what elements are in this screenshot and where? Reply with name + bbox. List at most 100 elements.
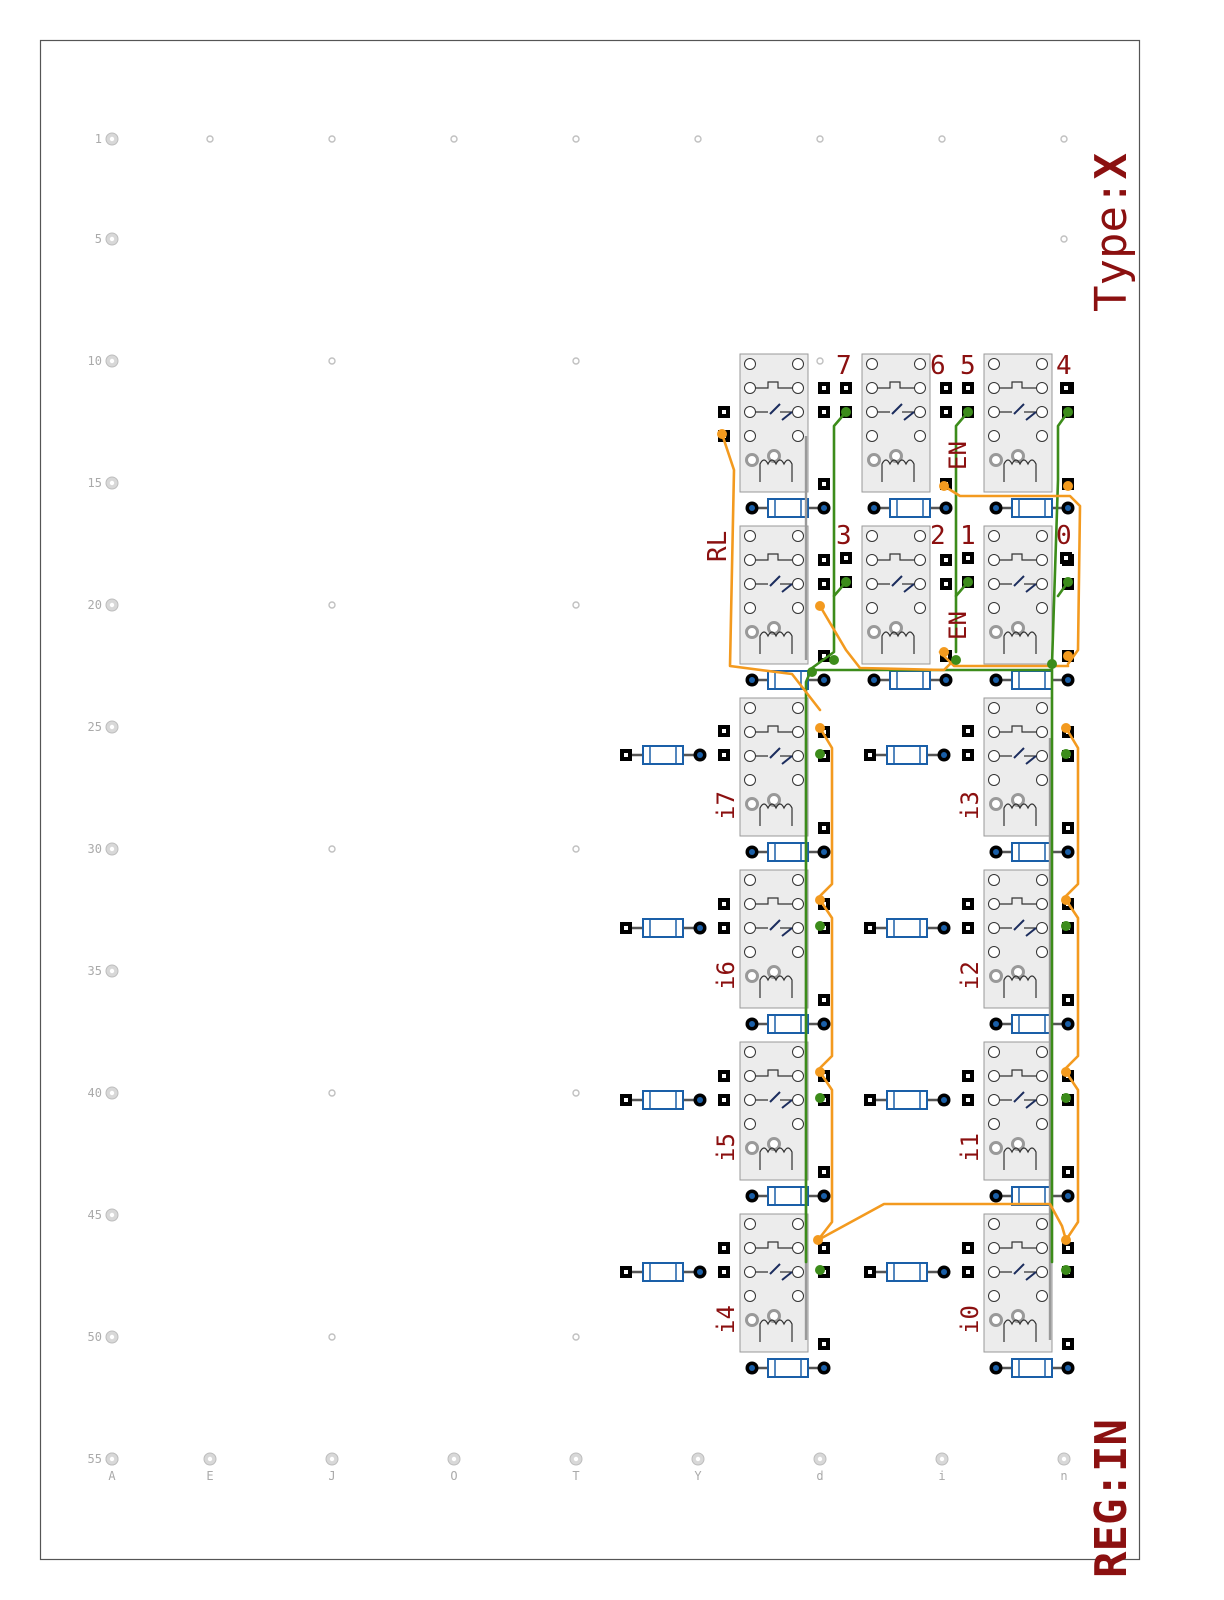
wire-junction <box>815 1067 825 1077</box>
relay-label-5: 5 <box>960 351 976 381</box>
grid-dot <box>328 357 336 365</box>
relay-body <box>739 353 809 493</box>
relay-diode <box>752 670 824 690</box>
grid-row-label: 50 <box>88 1330 102 1344</box>
grid-dot <box>1060 135 1068 143</box>
grid-row-label: 40 <box>88 1086 102 1100</box>
grid-row-label: 35 <box>88 964 102 978</box>
grid-dot <box>206 135 214 143</box>
wire-junction <box>1061 895 1071 905</box>
grid-col-label: A <box>108 1469 116 1483</box>
grid-row-marker <box>105 598 119 612</box>
relay-label-i4: i4 <box>712 1305 740 1334</box>
grid-col-label: d <box>816 1469 823 1483</box>
grid-dot <box>816 357 824 365</box>
grid-dot <box>328 1333 336 1341</box>
relay-label-3: 3 <box>836 521 852 551</box>
wire-junction <box>1063 481 1073 491</box>
relay-label-i3: i3 <box>956 791 984 820</box>
grid-dot <box>572 1089 580 1097</box>
input-diode <box>870 1090 944 1110</box>
relay-diode <box>996 1186 1068 1206</box>
grid-dot <box>694 135 702 143</box>
grid-row-label: 20 <box>88 598 102 612</box>
wire-junction <box>717 429 727 439</box>
grid-dot <box>572 357 580 365</box>
grid-row-label: 45 <box>88 1208 102 1222</box>
relay-label-6: 6 <box>930 351 946 381</box>
wire-junction <box>1063 577 1073 587</box>
relay-diode <box>752 842 824 862</box>
grid-row-marker <box>105 132 119 146</box>
grid-dot <box>816 135 824 143</box>
grid-row-marker <box>105 1330 119 1344</box>
relay-i6 <box>739 869 831 1034</box>
wire-junction <box>815 921 825 931</box>
wire-junction <box>815 1265 825 1275</box>
relay-body <box>739 525 809 665</box>
grid-col-marker <box>569 1452 583 1466</box>
relay-label-1: 1 <box>960 521 976 551</box>
relay-label-i0: i0 <box>956 1305 984 1334</box>
grid-dot <box>328 845 336 853</box>
grid-col-marker <box>447 1452 461 1466</box>
grid-col-marker <box>935 1452 949 1466</box>
wire-junction <box>963 407 973 417</box>
input-diode <box>870 918 944 938</box>
relay-i0 <box>983 1213 1075 1378</box>
relay-body <box>983 1213 1053 1353</box>
grid-col-marker <box>813 1452 827 1466</box>
relay-i3 <box>983 697 1075 862</box>
wire-junction <box>1061 921 1071 931</box>
relay-label-7: 7 <box>836 351 852 381</box>
green-wires <box>804 410 1070 1264</box>
wire-junction <box>807 667 817 677</box>
relay-rl-bottom <box>739 525 831 690</box>
wire-junction <box>1063 407 1073 417</box>
board-type-prefix: Type: <box>1086 180 1137 312</box>
grid-dot <box>328 601 336 609</box>
relay-diode <box>874 498 946 518</box>
grid-dot <box>450 135 458 143</box>
grid-col-marker <box>1057 1452 1071 1466</box>
grid-row-marker <box>105 964 119 978</box>
grid-row-marker <box>105 354 119 368</box>
grid-row-marker <box>105 1208 119 1222</box>
relay-diode <box>996 842 1068 862</box>
relay-diode <box>996 1014 1068 1034</box>
wire-junction <box>841 407 851 417</box>
grid-col-marker <box>203 1452 217 1466</box>
wire-junction <box>815 601 825 611</box>
relay-body <box>739 869 809 1009</box>
wire-junction <box>951 655 961 665</box>
relay-bit-1-0 <box>983 525 1075 690</box>
relay-i2 <box>983 869 1075 1034</box>
relay-diode <box>752 1014 824 1034</box>
relay-rl-top <box>739 353 831 518</box>
wire-junction <box>829 655 839 665</box>
wire-junction <box>1061 1235 1071 1245</box>
grid-row-marker <box>105 476 119 490</box>
relay-diode <box>996 670 1068 690</box>
relay-label-0: 0 <box>1056 521 1072 551</box>
grid-row-marker <box>105 1086 119 1100</box>
grid-row-label: 30 <box>88 842 102 856</box>
wire-junction <box>813 1235 823 1245</box>
relay-label-i6: i6 <box>712 961 740 990</box>
relay-label-en-bottom: EN <box>944 611 972 640</box>
grid-col-label: i <box>938 1469 945 1483</box>
grid-col-label: Y <box>694 1469 702 1483</box>
board-type-label: Type:X <box>1086 153 1137 312</box>
relay-label-en-top: EN <box>944 441 972 470</box>
grid-row-marker <box>105 842 119 856</box>
input-diode <box>870 1262 944 1282</box>
input-diode <box>626 918 700 938</box>
relay-label-rl: RL <box>703 531 733 562</box>
grid-dot <box>938 135 946 143</box>
wire-junction <box>1063 651 1073 661</box>
relay-i5 <box>739 1041 831 1206</box>
orange-wires <box>720 432 1082 1242</box>
grid-col-label: T <box>572 1469 579 1483</box>
relay-bit-3-2 <box>861 525 953 690</box>
wire-junction <box>1061 723 1071 733</box>
